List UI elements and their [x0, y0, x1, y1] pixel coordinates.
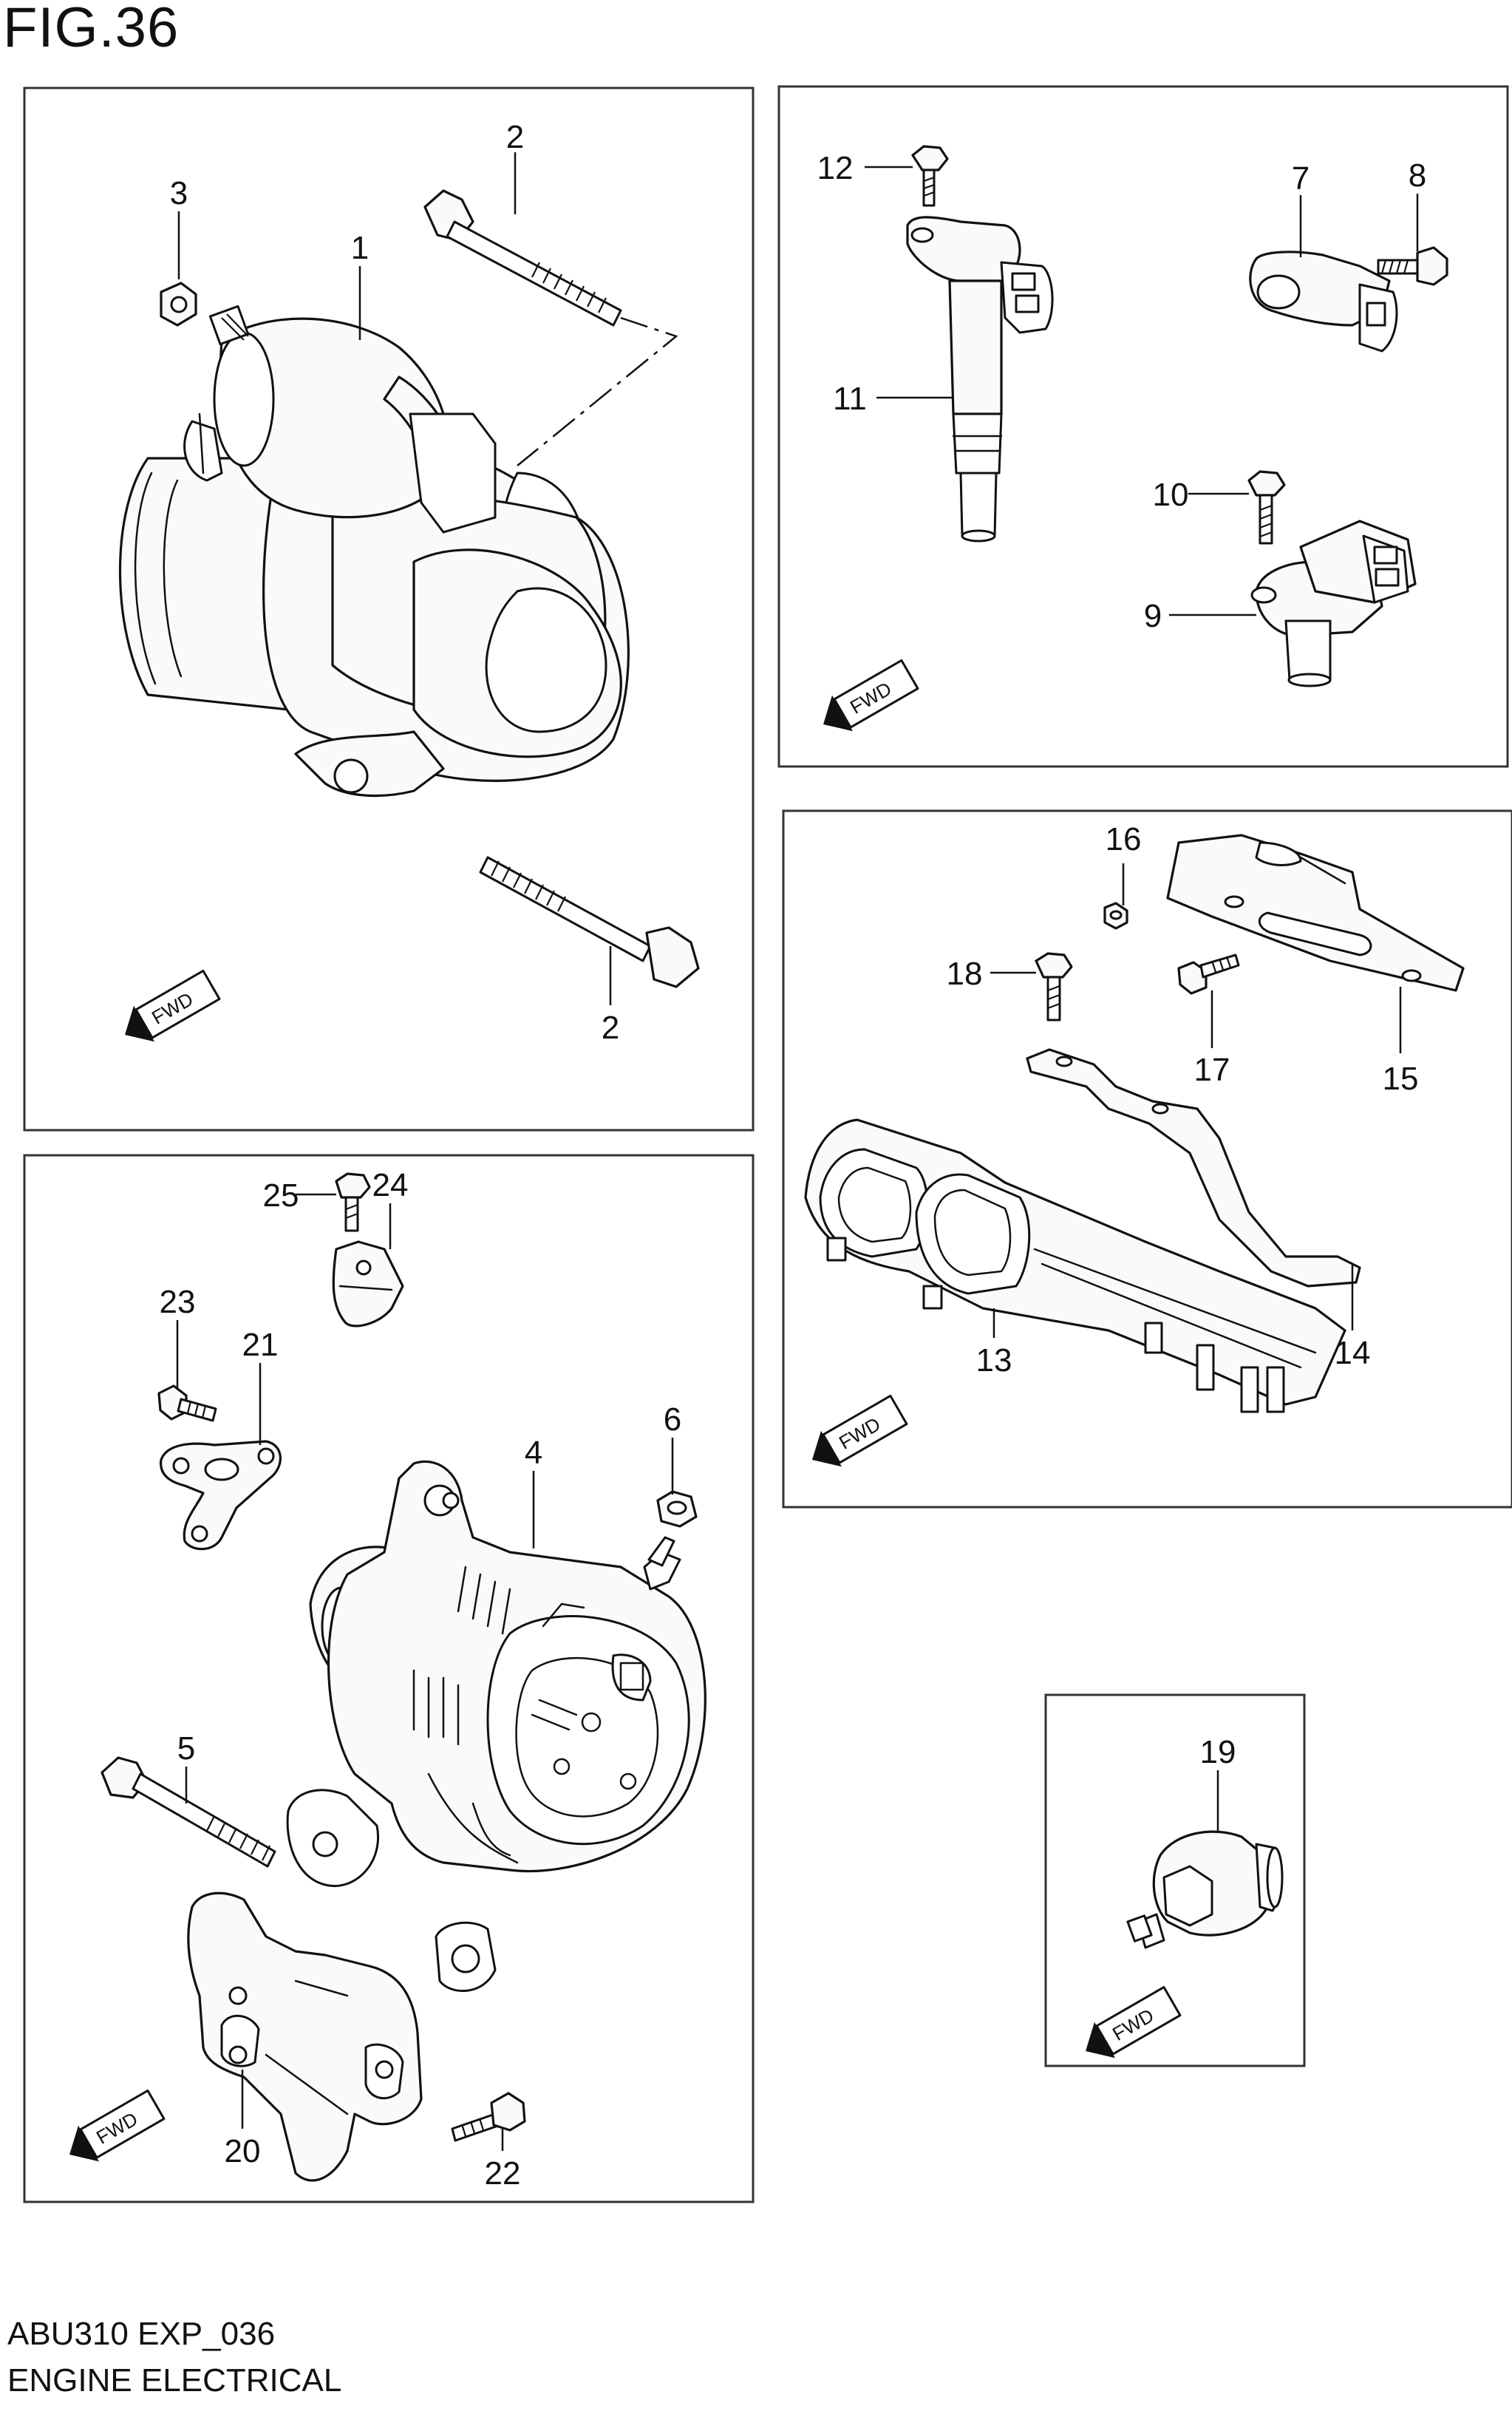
nut-16[interactable] [1103, 902, 1128, 930]
fwd-arrow-2: FWD [823, 659, 919, 732]
callout-20: 20 [225, 2133, 261, 2169]
bolt-5[interactable] [101, 1756, 276, 1868]
callout-5: 5 [177, 1730, 195, 1767]
fwd-arrow-4: FWD [69, 2089, 166, 2162]
callout-17: 17 [1194, 1052, 1230, 1088]
crank-sensor[interactable] [1249, 251, 1398, 353]
figure-title: FIG.36 [3, 0, 180, 59]
nut-3[interactable] [160, 282, 197, 327]
callout-14: 14 [1335, 1335, 1371, 1371]
callout-10: 10 [1153, 477, 1189, 513]
panel-switch: 19 FWD [1044, 1693, 1306, 2067]
callout-6: 6 [664, 1401, 681, 1438]
bracket-15[interactable] [1166, 834, 1465, 992]
panel-sensors: 12 7 8 11 10 9 FWD [777, 85, 1509, 768]
callout-24: 24 [372, 1167, 409, 1203]
ignition-coil[interactable] [906, 216, 1054, 543]
harness-13[interactable] [804, 1118, 1346, 1413]
nut-6[interactable] [656, 1490, 698, 1528]
bracket-14[interactable] [1026, 1048, 1361, 1288]
callout-23: 23 [160, 1284, 196, 1320]
callout-9: 9 [1144, 598, 1162, 634]
panel-brackets: 16 18 17 15 14 13 FWD [782, 809, 1512, 1509]
fwd-arrow-3: FWD [812, 1394, 908, 1467]
callout-15: 15 [1383, 1061, 1419, 1097]
callout-11: 11 [833, 381, 867, 417]
panel-starter: 2 3 1 2 FWD [23, 86, 755, 1132]
callout-2-lower: 2 [602, 1010, 619, 1046]
callout-13: 13 [976, 1342, 1012, 1379]
bolt-upper[interactable] [423, 189, 622, 327]
pressure-switch[interactable] [1126, 1830, 1284, 1949]
callout-4: 4 [525, 1435, 542, 1471]
callout-16: 16 [1106, 821, 1142, 857]
starter-motor[interactable] [119, 305, 630, 798]
bolt-10[interactable] [1247, 470, 1286, 545]
callout-21: 21 [242, 1327, 279, 1363]
panel-alternator: 25 24 23 21 6 4 5 20 22 FWD [23, 1154, 755, 2203]
bolt-8[interactable] [1377, 246, 1448, 286]
callout-22: 22 [485, 2155, 521, 2192]
callout-7: 7 [1292, 160, 1310, 197]
bolt-12[interactable] [911, 145, 949, 207]
callout-8: 8 [1409, 157, 1426, 194]
callout-3: 3 [170, 175, 188, 211]
bolt-lower[interactable] [479, 856, 700, 988]
alternator[interactable] [286, 1460, 706, 1992]
fwd-arrow-5: FWD [1086, 1985, 1182, 2059]
bolt-25[interactable] [335, 1172, 371, 1232]
bracket-20[interactable] [187, 1891, 423, 2182]
bracket-21[interactable] [160, 1440, 282, 1551]
figure-code: ABU310 EXP_036 [7, 2316, 276, 2352]
bolt-22[interactable] [451, 2092, 526, 2142]
callout-19: 19 [1200, 1734, 1236, 1770]
callout-1: 1 [351, 230, 369, 266]
bolt-17[interactable] [1177, 953, 1240, 995]
callout-18: 18 [947, 956, 983, 992]
fwd-arrow-1: FWD [125, 969, 221, 1042]
callout-12: 12 [817, 150, 854, 186]
callout-25: 25 [263, 1177, 299, 1214]
bolt-23[interactable] [157, 1384, 217, 1422]
cam-sensor[interactable] [1250, 520, 1417, 687]
bolt-18[interactable] [1035, 952, 1073, 1021]
bracket-24[interactable] [332, 1240, 404, 1328]
figure-name: ENGINE ELECTRICAL [7, 2362, 342, 2399]
alternator-terminal [643, 1536, 681, 1591]
callout-2-upper: 2 [506, 119, 524, 155]
